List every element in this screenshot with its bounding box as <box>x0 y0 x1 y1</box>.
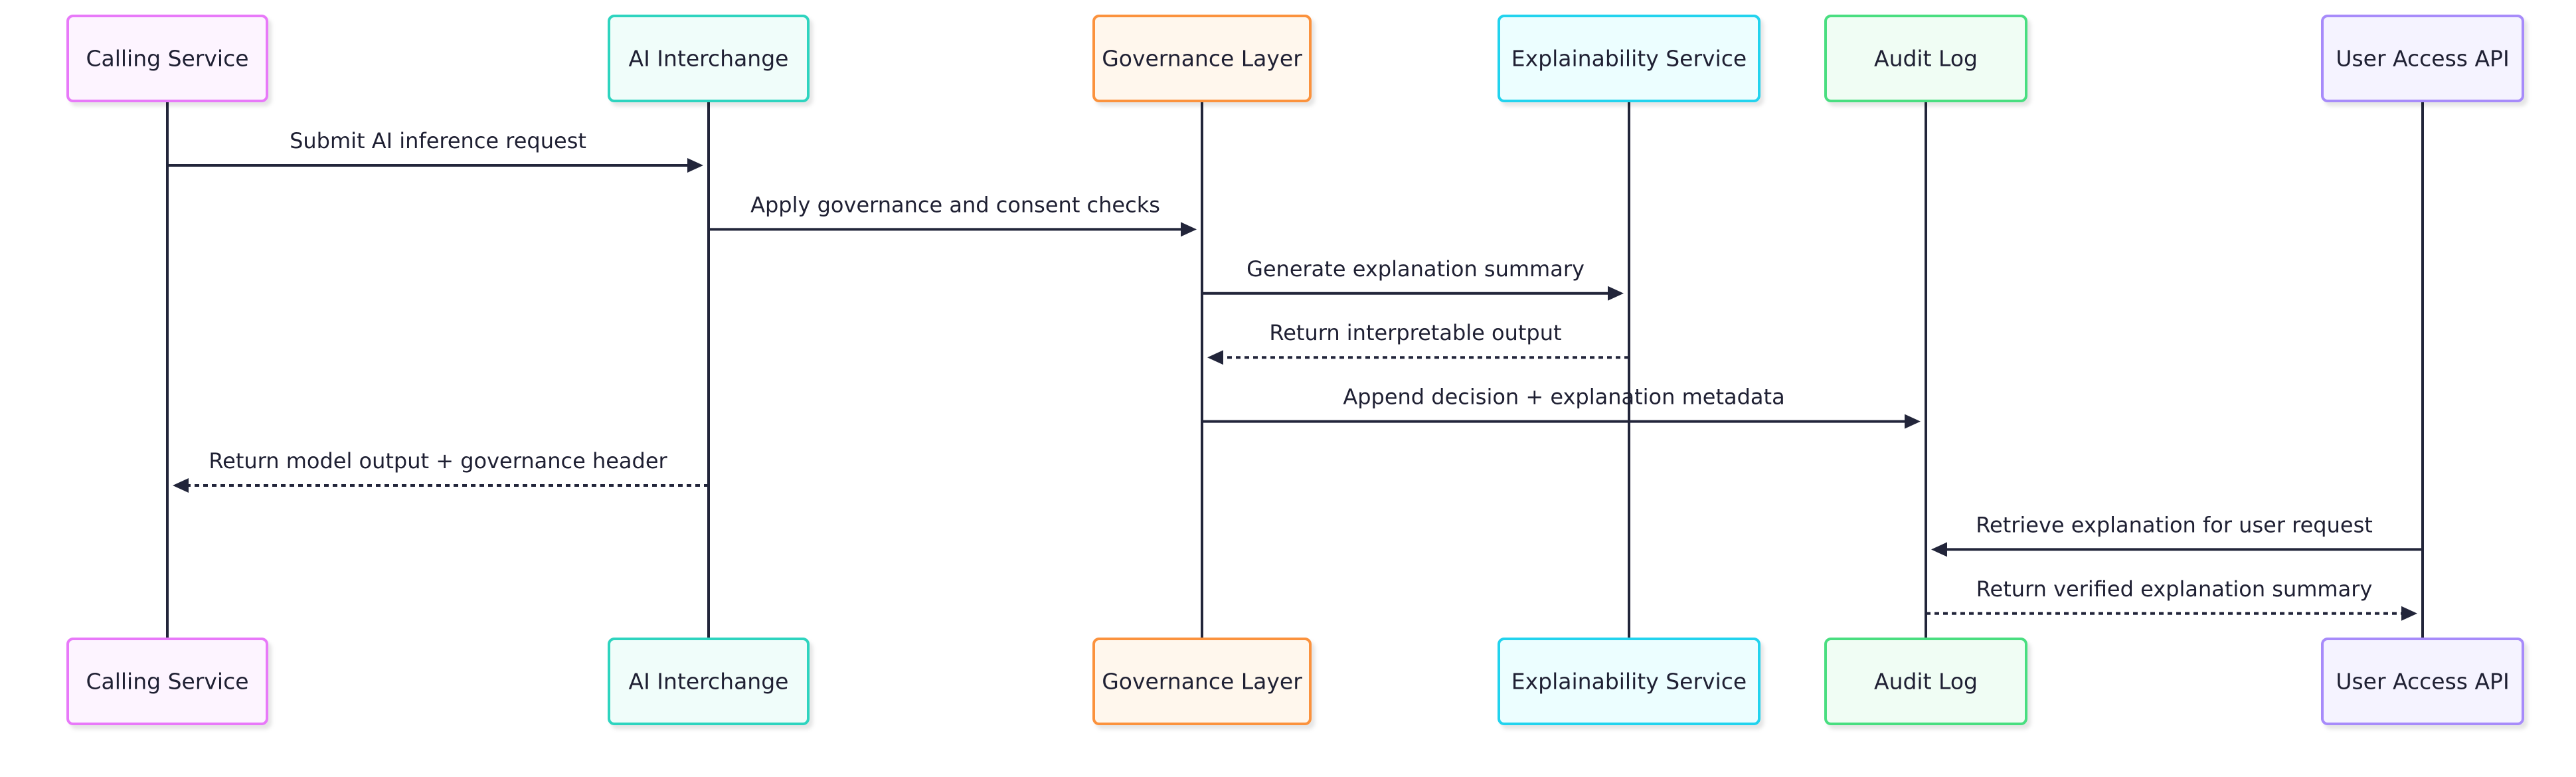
participant-user-access-api-top[interactable]: User Access API <box>2321 15 2524 102</box>
message-label: Submit AI inference request <box>290 128 586 153</box>
message-label: Retrieve explanation for user request <box>1976 512 2373 537</box>
arrowhead-icon <box>2401 606 2417 621</box>
message-2: Apply governance and consent checks <box>709 192 1197 237</box>
participant-ai-interchange-top[interactable]: AI Interchange <box>608 15 810 102</box>
participant-box <box>1092 638 1312 725</box>
message-label: Append decision + explanation metadata <box>1343 385 1784 410</box>
participant-label: Governance Layer <box>1102 669 1302 695</box>
participant-governance-layer-bottom[interactable]: Governance Layer <box>1092 638 1312 725</box>
participant-label: Calling Service <box>86 669 248 695</box>
participant-label: Explainability Service <box>1511 669 1747 695</box>
message-label: Return model output + governance header <box>209 448 667 474</box>
arrowhead-icon <box>687 158 703 173</box>
participant-audit-log-bottom[interactable]: Audit Log <box>1824 638 2027 725</box>
arrowhead-icon <box>1931 542 1947 557</box>
arrowhead-icon <box>1608 286 1624 301</box>
participant-governance-layer-top[interactable]: Governance Layer <box>1092 15 1312 102</box>
participant-label: Governance Layer <box>1102 46 1302 72</box>
participant-label: Explainability Service <box>1511 46 1747 72</box>
lifelines <box>166 101 2424 639</box>
message-label: Return verified explanation summary <box>1976 576 2373 602</box>
participant-box <box>66 638 268 725</box>
participant-label: AI Interchange <box>629 46 789 72</box>
message-5: Append decision + explanation metadata <box>1202 385 1921 429</box>
participant-box <box>1824 638 2027 725</box>
participant-label: Audit Log <box>1874 46 1978 72</box>
participant-box <box>1092 15 1312 102</box>
participant-label: User Access API <box>2336 669 2509 695</box>
message-4: Return interpretable output <box>1207 320 1629 365</box>
participant-box <box>66 15 268 102</box>
participant-ai-interchange-bottom[interactable]: AI Interchange <box>608 638 810 725</box>
arrowhead-icon <box>1905 414 1921 429</box>
participant-calling-service-bottom[interactable]: Calling Service <box>66 638 268 725</box>
participant-box <box>1498 638 1760 725</box>
arrowhead-icon <box>1181 222 1197 237</box>
participant-explainability-service-top[interactable]: Explainability Service <box>1498 15 1760 102</box>
message-3: Generate explanation summary <box>1202 256 1624 301</box>
message-label: Return interpretable output <box>1269 320 1561 345</box>
participant-user-access-api-bottom[interactable]: User Access API <box>2321 638 2524 725</box>
participant-explainability-service-bottom[interactable]: Explainability Service <box>1498 638 1760 725</box>
participant-box <box>2321 638 2524 725</box>
participant-audit-log-top[interactable]: Audit Log <box>1824 15 2027 102</box>
message-1: Submit AI inference request <box>167 128 703 173</box>
participant-box <box>2321 15 2524 102</box>
message-6: Return model output + governance header <box>173 448 709 493</box>
participant-box <box>608 638 810 725</box>
message-7: Retrieve explanation for user request <box>1931 512 2423 557</box>
arrowhead-icon <box>1207 350 1223 365</box>
participant-box <box>608 15 810 102</box>
message-label: Apply governance and consent checks <box>750 192 1160 217</box>
participant-label: Audit Log <box>1874 669 1978 695</box>
participant-label: AI Interchange <box>629 669 789 695</box>
message-8: Return verified explanation summary <box>1926 576 2417 621</box>
participant-box <box>1824 15 2027 102</box>
participant-label: Calling Service <box>86 46 248 72</box>
participant-label: User Access API <box>2336 46 2509 72</box>
participant-box <box>1498 15 1760 102</box>
arrowhead-icon <box>173 478 189 493</box>
message-label: Generate explanation summary <box>1246 256 1585 282</box>
participant-calling-service-top[interactable]: Calling Service <box>66 15 268 102</box>
